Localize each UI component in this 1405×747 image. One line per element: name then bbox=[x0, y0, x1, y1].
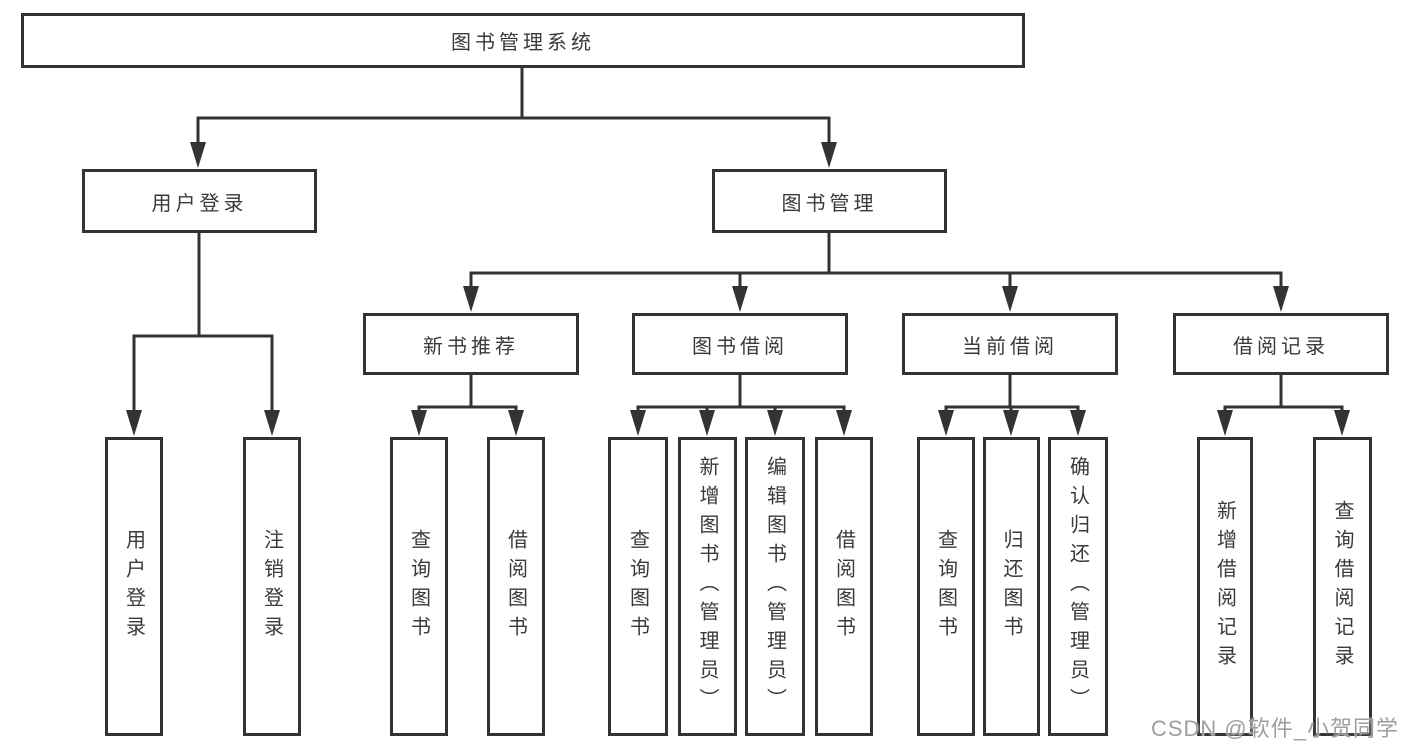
leaf-label: 注销登录 bbox=[260, 528, 283, 645]
leaf-add-borrow-record: 新增借阅记录 bbox=[1197, 437, 1253, 736]
leaf-label: 查询借阅记录 bbox=[1331, 499, 1353, 674]
node-label: 新书推荐 bbox=[423, 335, 519, 358]
leaf-borrow-books-recommend: 借阅图书 bbox=[487, 437, 545, 736]
leaf-label: 借阅图书 bbox=[504, 528, 527, 645]
node-user-login-branch: 用户登录 bbox=[82, 169, 317, 233]
leaf-query-books-recommend: 查询图书 bbox=[390, 437, 448, 736]
node-current-borrow: 当前借阅 bbox=[902, 313, 1118, 375]
node-label: 用户登录 bbox=[151, 192, 248, 215]
leaf-query-books-current: 查询图书 bbox=[917, 437, 975, 736]
leaf-label: 编辑图书（管理员） bbox=[763, 456, 786, 717]
leaf-user-login: 用户登录 bbox=[105, 437, 163, 736]
leaf-confirm-return-admin: 确认归还（管理员） bbox=[1048, 437, 1108, 736]
leaf-label: 确认归还（管理员） bbox=[1066, 456, 1089, 717]
node-root-label: 图书管理系统 bbox=[451, 32, 595, 54]
leaf-label: 用户登录 bbox=[122, 528, 145, 645]
leaf-edit-books-admin: 编辑图书（管理员） bbox=[745, 437, 805, 736]
node-borrow-records: 借阅记录 bbox=[1173, 313, 1389, 375]
node-label: 当前借阅 bbox=[962, 335, 1058, 358]
leaf-label: 新增借阅记录 bbox=[1213, 499, 1236, 674]
leaf-logout: 注销登录 bbox=[243, 437, 301, 736]
leaf-return-books: 归还图书 bbox=[983, 437, 1040, 736]
leaf-label: 新增图书（管理员） bbox=[696, 456, 718, 717]
node-book-management-branch: 图书管理 bbox=[712, 169, 947, 233]
leaf-label: 查询图书 bbox=[934, 528, 957, 645]
node-label: 借阅记录 bbox=[1233, 335, 1329, 358]
leaf-label: 查询图书 bbox=[626, 528, 649, 645]
csdn-watermark: CSDN @软件_小贺同学 bbox=[1150, 716, 1399, 741]
node-label: 图书管理 bbox=[781, 192, 878, 215]
node-new-book-recommend: 新书推荐 bbox=[363, 313, 579, 375]
leaf-label: 借阅图书 bbox=[832, 528, 855, 645]
leaf-label: 查询图书 bbox=[407, 528, 430, 645]
leaf-add-books-admin: 新增图书（管理员） bbox=[678, 437, 737, 736]
leaf-label: 归还图书 bbox=[1000, 528, 1022, 645]
leaf-query-books-borrow: 查询图书 bbox=[608, 437, 668, 736]
node-label: 图书借阅 bbox=[692, 335, 788, 358]
leaf-borrow-books: 借阅图书 bbox=[815, 437, 873, 736]
node-book-borrow: 图书借阅 bbox=[632, 313, 848, 375]
node-root-system: 图书管理系统 bbox=[21, 13, 1025, 68]
leaf-query-borrow-record: 查询借阅记录 bbox=[1313, 437, 1372, 736]
